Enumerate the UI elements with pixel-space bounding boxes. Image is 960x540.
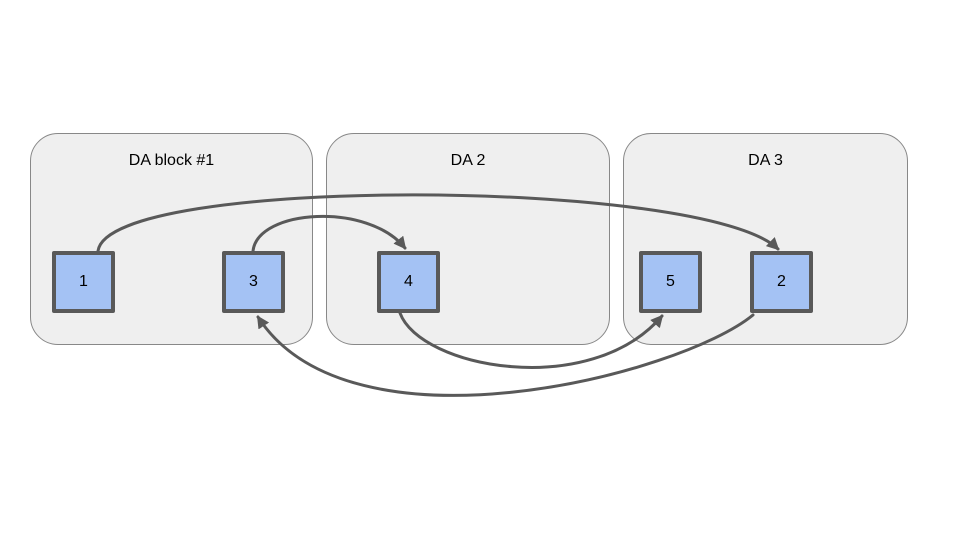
da-block-1[interactable]: DA block #1 xyxy=(30,133,313,345)
da-block-3[interactable]: DA 3 xyxy=(623,133,908,345)
da-block-2[interactable]: DA 2 xyxy=(326,133,610,345)
da-block-1-title: DA block #1 xyxy=(128,152,215,169)
da-block-3-title: DA 3 xyxy=(748,152,783,169)
da-block-2-title: DA 2 xyxy=(450,152,486,169)
